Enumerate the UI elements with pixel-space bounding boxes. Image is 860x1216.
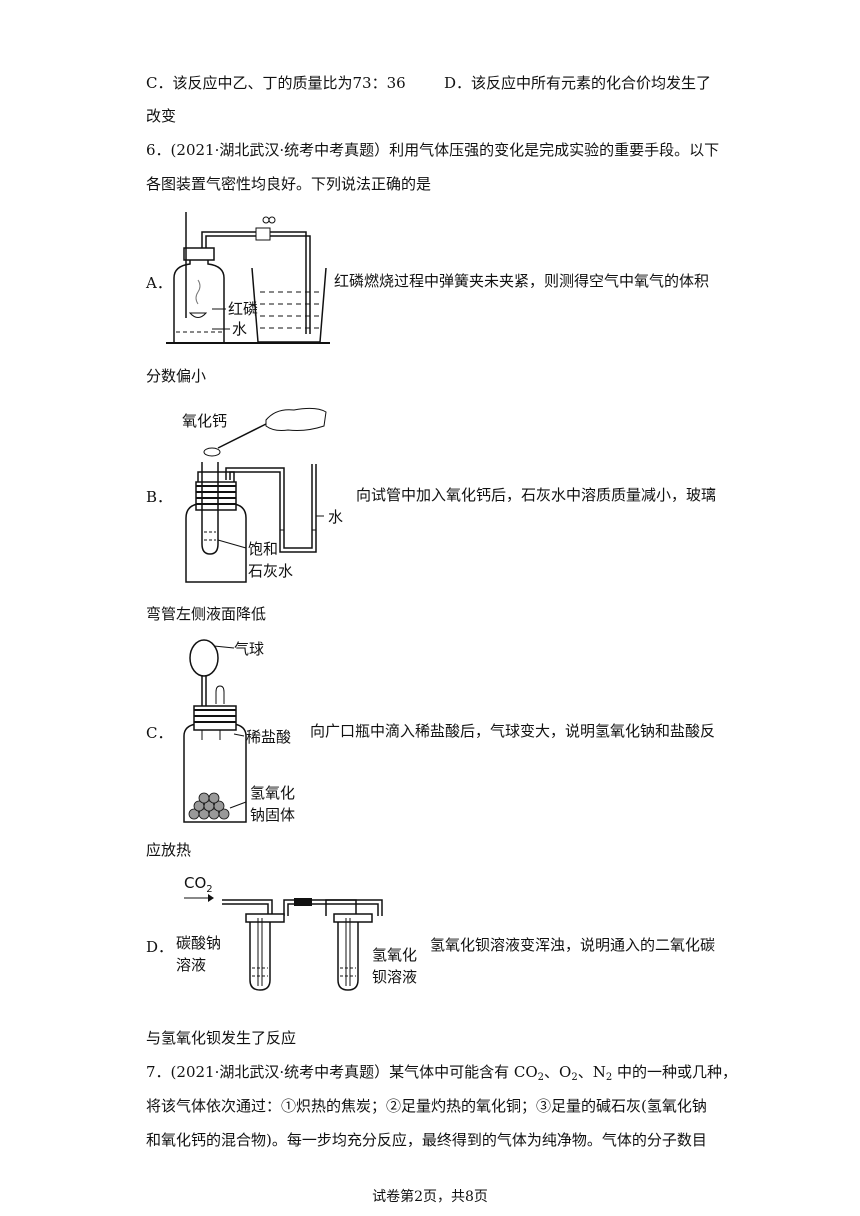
fig-a-label-red-phosphorus: 红磷	[228, 300, 258, 318]
fig-d-label-baoh-2: 钡溶液	[372, 968, 417, 986]
q6-a-desc-cont: 分数偏小	[146, 367, 207, 385]
fig-c-label-dilute-hcl: 稀盐酸	[246, 728, 291, 746]
q6-d-desc-cont: 与氢氧化钡发生了反应	[146, 1029, 297, 1047]
figure-b-cao-apparatus: 氧化钙 水 饱和 石灰水	[182, 407, 343, 583]
figure-d-co2-apparatus: CO2 碳酸钠 溶液 氢氧化 钡溶液	[176, 874, 417, 991]
fig-b-label-saturated: 饱和	[248, 540, 278, 558]
fig-a-label-water: 水	[232, 320, 247, 338]
q7-line3: 和氧化钙的混合物)。每一步均充分反应，最终得到的气体为纯净物。气体的分子数目	[146, 1131, 707, 1149]
q6-d-label: D．	[146, 938, 174, 956]
q6-b-label: B．	[146, 488, 173, 506]
q6-stem-line2: 各图装置气密性均良好。下列说法正确的是	[146, 175, 432, 193]
fig-c-label-naoh-1: 氢氧化	[250, 784, 295, 802]
q7-line2: 将该气体依次通过：①炽热的焦炭；②足量灼热的氧化铜；③足量的碱石灰(氢氧化钠	[146, 1097, 707, 1115]
q5-option-d: D．该反应中所有元素的化合价均发生了	[444, 74, 712, 92]
fig-d-label-co2: CO2	[184, 874, 213, 895]
q5-option-d-cont: 改变	[146, 107, 177, 125]
q6-c-desc-cont: 应放热	[146, 841, 192, 859]
fig-b-label-water: 水	[328, 508, 343, 526]
q5-option-c: C．该反应中乙、丁的质量比为73：36	[146, 74, 406, 92]
fig-d-label-na2co3-1: 碳酸钠	[176, 934, 221, 952]
fig-d-label-baoh-1: 氢氧化	[372, 946, 417, 964]
q6-d-desc: 氢氧化钡溶液变浑浊，说明通入的二氧化碳	[430, 936, 716, 954]
q6-b-desc: 向试管中加入氧化钙后，石灰水中溶质质量减小，玻璃	[356, 486, 717, 504]
fig-d-label-na2co3-2: 溶液	[176, 956, 206, 974]
q7-line1: 7．(2021·湖北武汉·统考中考真题）某气体中可能含有 CO2、O2、N2 中…	[146, 1063, 738, 1083]
figure-a-phosphorus-apparatus: 红磷 水	[166, 212, 330, 344]
figure-c-balloon-apparatus: 气球 稀盐酸 氢氧化 钠固体	[183, 639, 295, 824]
q6-c-label: C．	[146, 724, 173, 742]
fig-b-label-cao: 氧化钙	[182, 412, 227, 430]
q6-b-desc-cont: 弯管左侧液面降低	[146, 605, 267, 623]
q6-c-desc: 向广口瓶中滴入稀盐酸后，气球变大，说明氢氧化钠和盐酸反	[310, 722, 716, 740]
fig-b-label-limewater: 石灰水	[248, 562, 293, 580]
page-footer: 试卷第2页，共8页	[372, 1189, 488, 1205]
fig-c-label-naoh-2: 钠固体	[250, 806, 295, 824]
q6-a-label: A．	[146, 274, 172, 292]
q6-a-desc: 红磷燃烧过程中弹簧夹未夹紧，则测得空气中氧气的体积	[334, 272, 710, 290]
fig-c-label-balloon: 气球	[234, 640, 264, 658]
q6-stem-line1: 6．(2021·湖北武汉·统考中考真题）利用气体压强的变化是完成实验的重要手段。…	[146, 141, 720, 159]
